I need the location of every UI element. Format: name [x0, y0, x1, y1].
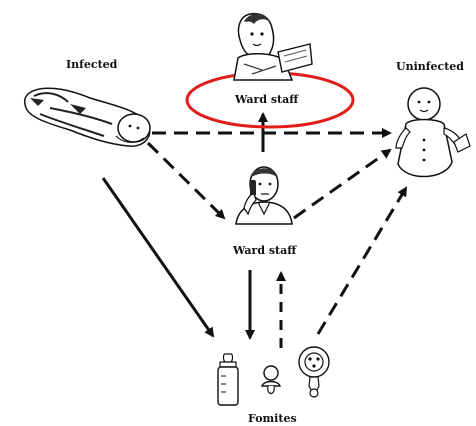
sitting-infant-icon	[395, 87, 471, 178]
label-infected: Infected	[66, 58, 118, 71]
nurse-writing-icon	[233, 12, 313, 81]
baby-bottle-icon	[217, 353, 239, 406]
label-fomites: Fomites	[248, 412, 297, 425]
arrow-infected-to-fomites	[101, 177, 215, 338]
arrow-fomites-to-uninfected	[316, 186, 408, 335]
arrow-infected-to-ward-staff	[146, 141, 226, 220]
staff-phone-icon	[235, 166, 293, 225]
lying-infant-icon	[23, 87, 151, 147]
label-uninfected: Uninfected	[396, 60, 464, 73]
label-ward-staff-top: Ward staff	[235, 93, 299, 106]
pacifier-icon	[261, 365, 281, 395]
arrow-ward-staff-to-uninfected	[293, 148, 392, 220]
rattle-icon	[298, 346, 330, 398]
label-ward-staff-middle: Ward staff	[233, 244, 297, 257]
